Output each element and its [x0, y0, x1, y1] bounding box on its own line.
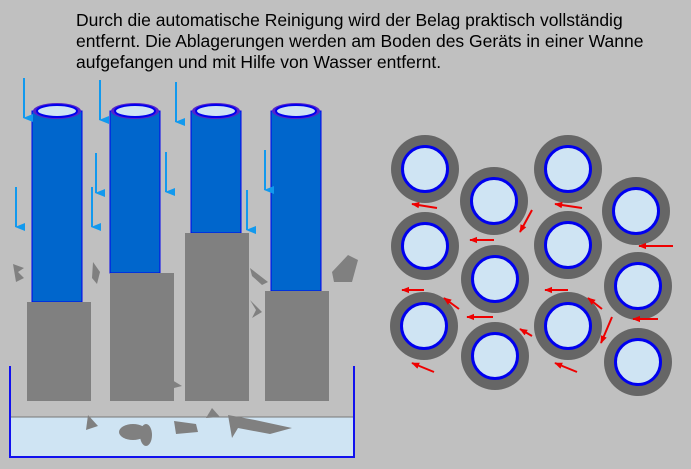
- tube: [31, 110, 83, 303]
- debris-flow-arrows: [401, 201, 673, 373]
- basin-outline: [9, 366, 355, 458]
- deposit-block: [110, 273, 174, 401]
- tube-cross-section: [471, 255, 519, 303]
- tube: [109, 110, 161, 274]
- deposit-block: [185, 233, 249, 401]
- tube-cross-section: [401, 145, 449, 193]
- tube-cross-section: [614, 262, 662, 310]
- debris-arrow-icon: [411, 201, 438, 209]
- debris-arrow-icon: [554, 201, 583, 209]
- tube-cross-section: [470, 177, 518, 225]
- caption-text: Durch die automatische Reinigung wird de…: [76, 10, 676, 73]
- tube-cross-section: [400, 302, 448, 350]
- tube-cross-section: [471, 332, 519, 380]
- tubes-side-view: [27, 103, 329, 401]
- debris-arrow-icon: [519, 328, 533, 337]
- tube-cross-section: [401, 222, 449, 270]
- tube: [270, 110, 322, 292]
- tubes-cross-section: [390, 135, 672, 396]
- deposit-block: [265, 291, 329, 401]
- tube-cross-section: [612, 187, 660, 235]
- tube-opening: [114, 104, 156, 118]
- tube-cross-section: [544, 145, 592, 193]
- caption-line: Durch die automatische Reinigung wird de…: [76, 10, 623, 30]
- debris-arrow-icon: [411, 362, 435, 373]
- tube: [190, 110, 242, 234]
- tube-opening: [195, 104, 237, 118]
- debris-arrow-icon: [600, 316, 613, 344]
- tube-cross-section: [544, 221, 592, 269]
- debris-arrow-icon: [519, 209, 533, 233]
- deposit-block: [27, 302, 91, 401]
- tube-opening: [36, 104, 78, 118]
- debris-arrow-icon: [443, 297, 460, 310]
- water-flow-arrows: [15, 78, 274, 234]
- tube-opening: [275, 104, 317, 118]
- caption-line: aufgefangen und mit Hilfe von Wasser ent…: [76, 52, 442, 72]
- debris-arrow-icon: [587, 297, 603, 310]
- caption-line: entfernt. Die Ablagerungen werden am Bod…: [76, 31, 644, 51]
- tube-cross-section: [614, 338, 662, 386]
- tube-cross-section: [544, 302, 592, 350]
- debris: [13, 255, 358, 446]
- debris-arrow-icon: [554, 362, 578, 373]
